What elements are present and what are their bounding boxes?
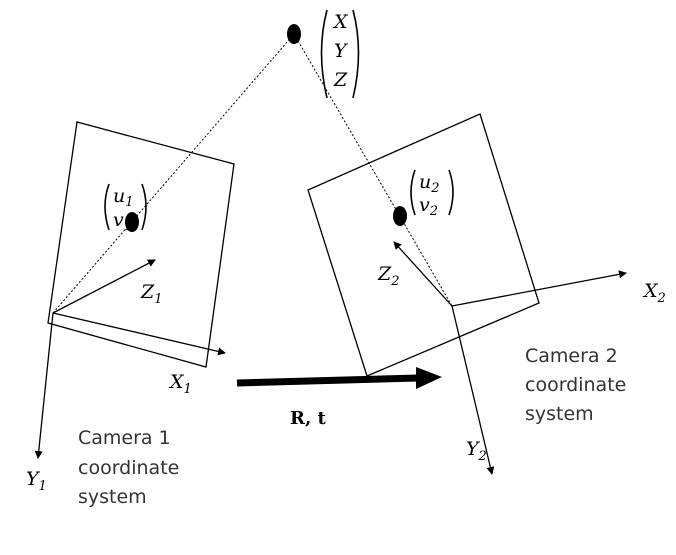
world-y-label: Y bbox=[334, 40, 349, 62]
camera2-z-label: Z2 bbox=[377, 263, 399, 289]
camera1-projection-ray bbox=[52, 33, 295, 314]
camera2-image-point-marker bbox=[393, 206, 407, 226]
svg-text:coordinate: coordinate bbox=[525, 374, 626, 396]
world-point-label: X Y Z bbox=[320, 9, 360, 99]
camera2-y-axis bbox=[451, 305, 495, 475]
left-bracket-icon bbox=[104, 183, 110, 231]
camera2-image-plane bbox=[307, 113, 540, 377]
transform-label: R, t bbox=[290, 408, 327, 429]
right-bracket-icon bbox=[448, 169, 454, 216]
camera1-image-point-marker bbox=[125, 212, 139, 232]
camera2-x-axis bbox=[451, 270, 627, 307]
camera1-caption: Camera 1 coordinate system bbox=[78, 427, 179, 508]
transform-arrow bbox=[236, 374, 419, 387]
right-bracket-icon bbox=[141, 183, 147, 231]
camera1-y-axis bbox=[34, 312, 54, 459]
svg-text:system: system bbox=[78, 486, 147, 508]
camera1-image-point-label: u1 v1 bbox=[104, 183, 147, 234]
right-bracket-icon bbox=[352, 9, 360, 99]
camera1-image-plane bbox=[47, 121, 235, 368]
transform-arrowhead bbox=[416, 367, 442, 389]
camera2-caption: Camera 2 coordinate system bbox=[525, 345, 626, 425]
camera2-projection-ray bbox=[293, 33, 453, 307]
camera2-image-point-label: u2 v2 bbox=[410, 169, 454, 219]
left-bracket-icon bbox=[320, 9, 328, 99]
camera1-u-label: u1 bbox=[113, 185, 134, 210]
camera1-y-label: Y1 bbox=[26, 468, 47, 494]
camera1-x-label: X1 bbox=[168, 371, 192, 397]
svg-text:Camera 1: Camera 1 bbox=[78, 427, 171, 449]
camera1-z-axis bbox=[52, 259, 156, 314]
camera1-x-axis bbox=[52, 312, 226, 356]
camera2-u-label: u2 bbox=[419, 171, 440, 196]
svg-text:coordinate: coordinate bbox=[78, 457, 179, 479]
left-bracket-icon bbox=[410, 169, 416, 216]
camera1-v-label: v1 bbox=[113, 209, 132, 234]
camera2-y-label: Y2 bbox=[466, 438, 487, 464]
world-z-label: Z bbox=[333, 69, 348, 91]
camera2-x-label: X2 bbox=[642, 280, 666, 306]
svg-text:system: system bbox=[525, 403, 594, 425]
world-point-marker bbox=[287, 24, 301, 44]
camera2-z-axis bbox=[393, 241, 453, 307]
svg-text:Camera 2: Camera 2 bbox=[525, 345, 618, 367]
world-x-label: X bbox=[332, 11, 349, 33]
camera2-v-label: v2 bbox=[419, 194, 438, 219]
camera1-z-label: Z1 bbox=[140, 281, 162, 307]
